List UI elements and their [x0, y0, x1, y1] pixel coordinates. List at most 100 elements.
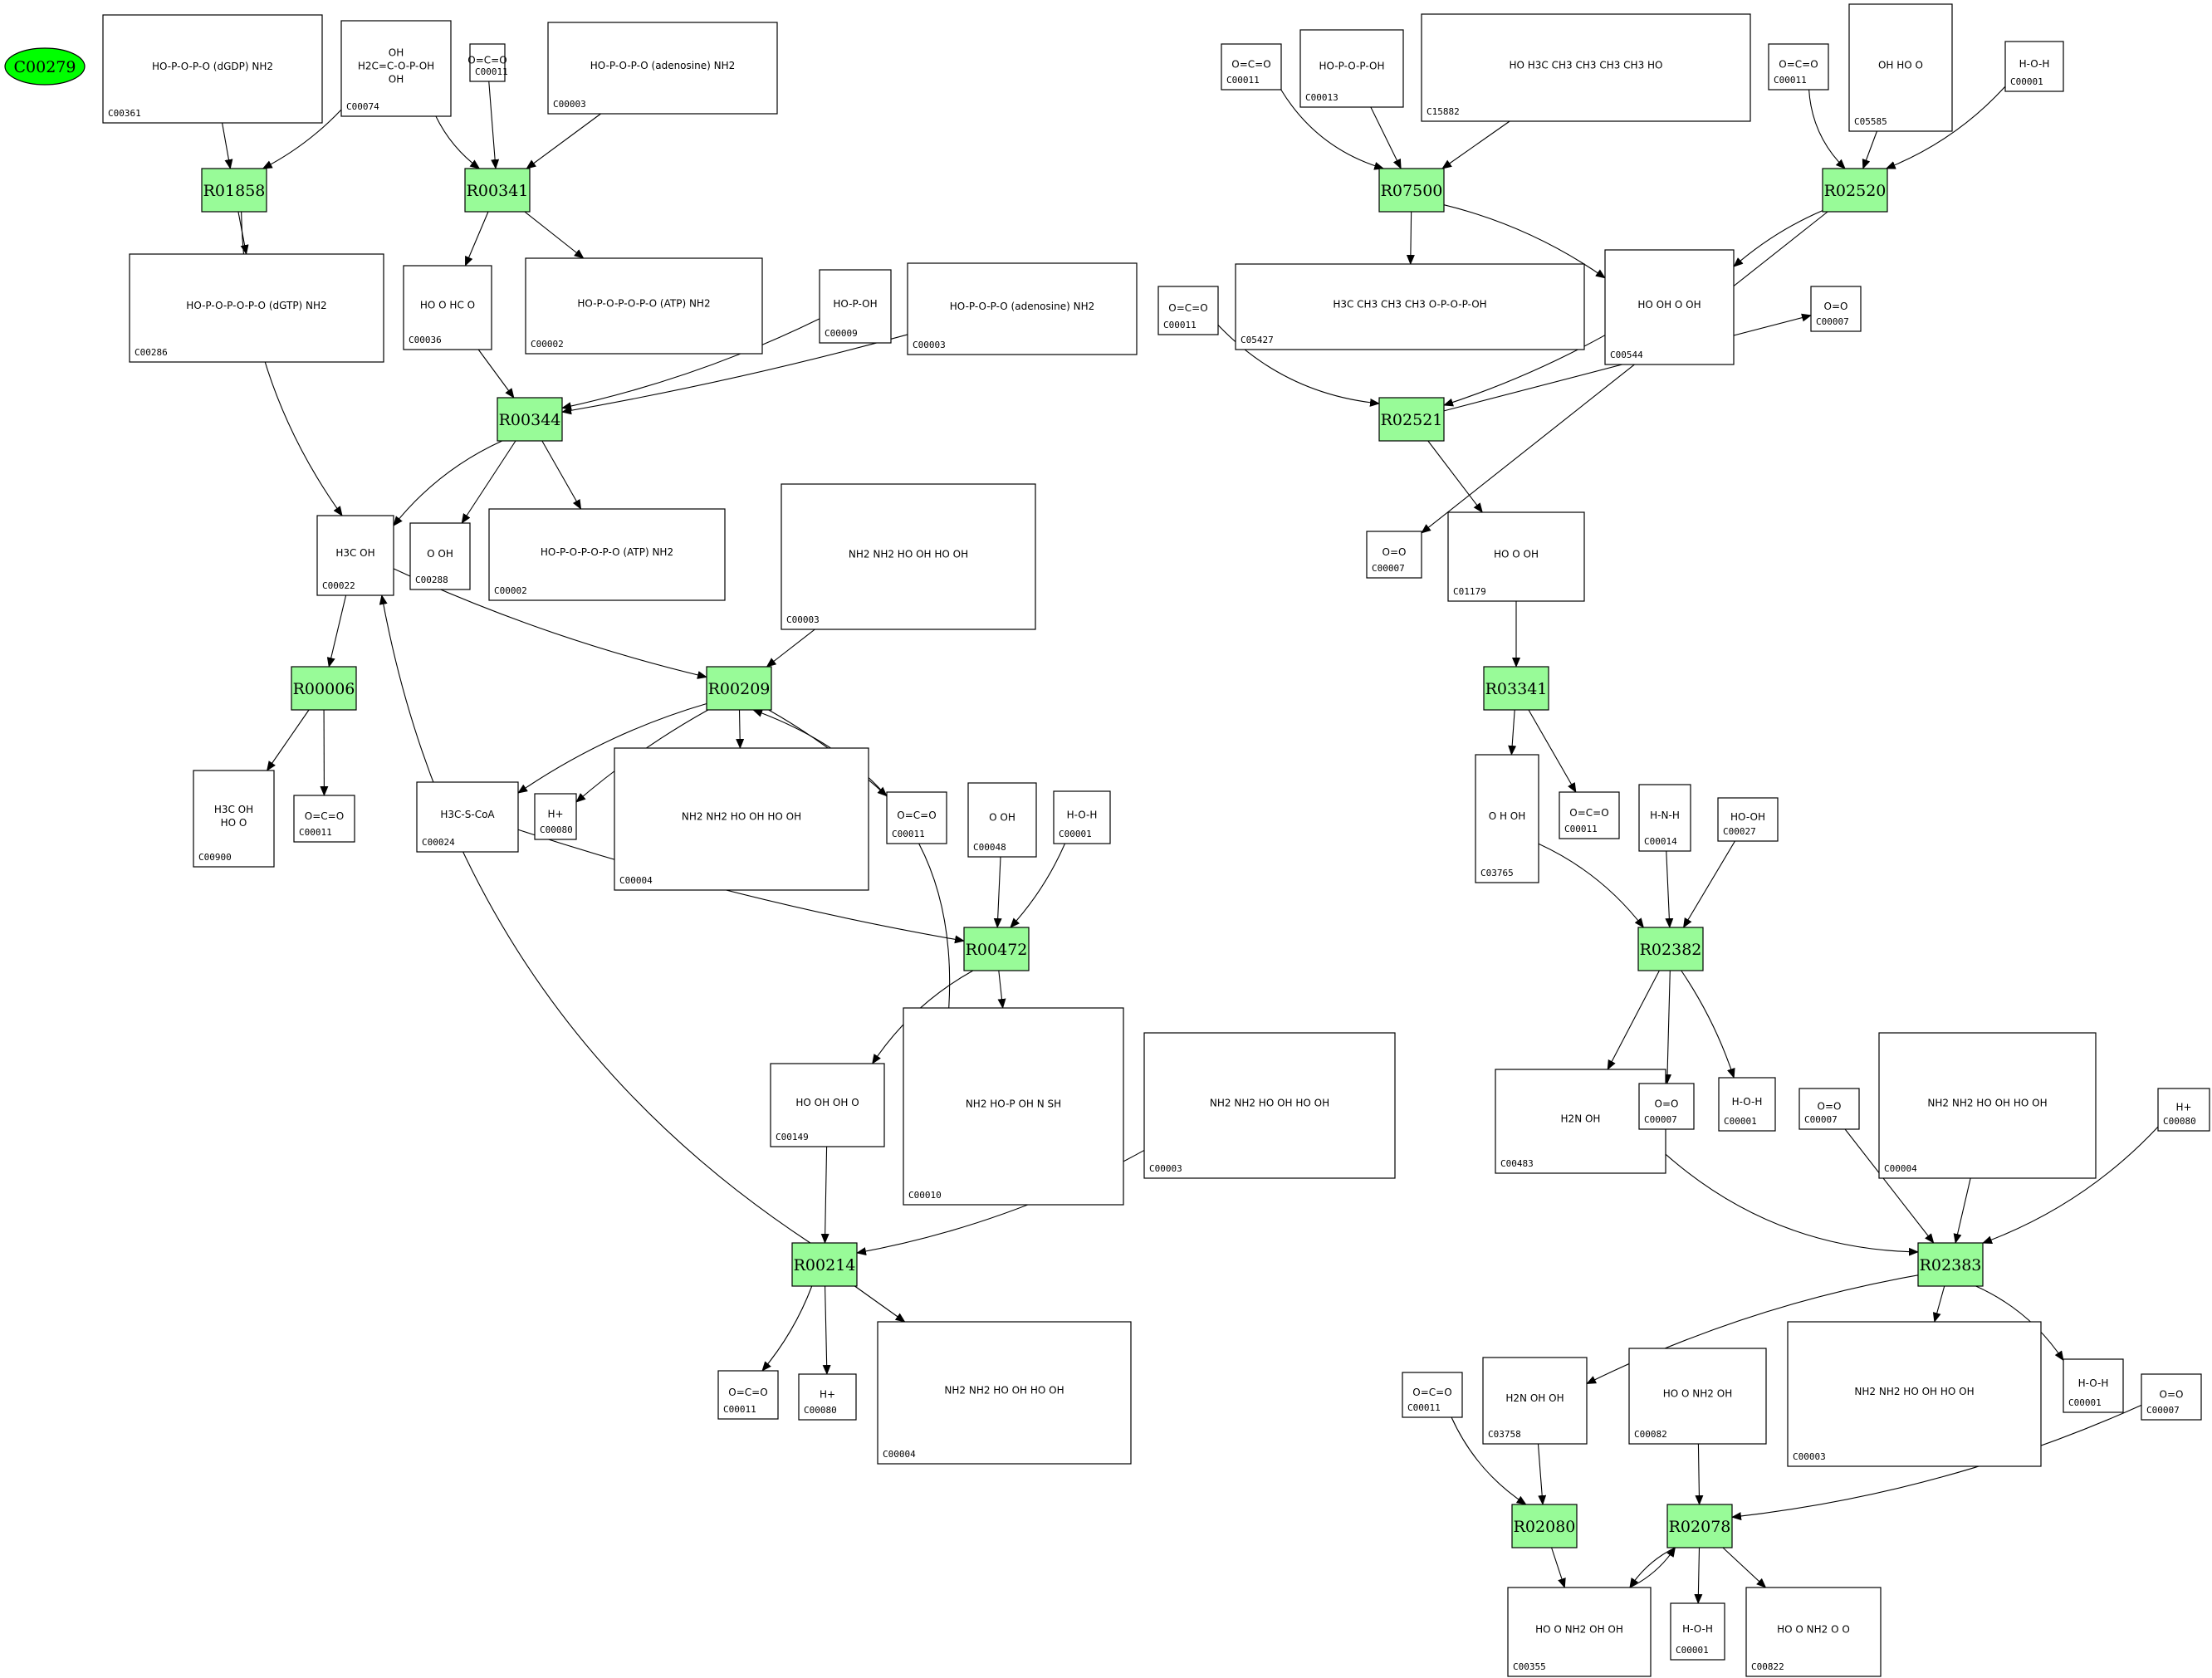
start-compound-node[interactable]: C00279	[4, 47, 86, 86]
compound-node[interactable]: H+C00080	[2157, 1088, 2210, 1132]
compound-id: C00022	[322, 580, 355, 591]
structure-text: O=O	[1824, 301, 1848, 312]
reaction-node[interactable]: R00006	[291, 666, 357, 711]
compound-node[interactable]: H+C00080	[534, 793, 577, 840]
compound-id: C00080	[804, 1405, 837, 1416]
reaction-edge	[524, 211, 585, 259]
reaction-edge	[541, 440, 582, 510]
reaction-node[interactable]: R02080	[1511, 1504, 1578, 1548]
compound-box	[1848, 3, 1953, 132]
reaction-node[interactable]: R02078	[1666, 1504, 1733, 1548]
compound-box	[1718, 1077, 1776, 1132]
compound-id: C00009	[825, 328, 858, 339]
reaction-node[interactable]: R02383	[1917, 1242, 1984, 1287]
reaction-label: R00006	[293, 680, 355, 698]
reaction-node[interactable]: R00209	[706, 666, 772, 711]
reaction-box	[1378, 397, 1445, 442]
reaction-node[interactable]: R00214	[791, 1242, 858, 1287]
reaction-box	[464, 168, 531, 213]
reaction-edge	[820, 1146, 830, 1244]
reaction-node[interactable]: R01858	[201, 168, 267, 213]
compound-box	[403, 265, 492, 350]
reaction-label: R00209	[708, 680, 771, 698]
compound-box	[1402, 1372, 1463, 1418]
reaction-box	[291, 666, 357, 711]
reaction-node[interactable]: R00344	[497, 397, 563, 442]
reaction-edge	[517, 829, 965, 944]
reaction-edge	[1844, 1128, 1935, 1244]
reaction-node[interactable]: R00341	[464, 168, 531, 213]
reaction-box	[791, 1242, 858, 1287]
reaction-edge	[464, 211, 489, 267]
reaction-node[interactable]: R00472	[963, 927, 1030, 971]
compound-node[interactable]: H+C00080	[798, 1373, 857, 1421]
reaction-node[interactable]: R02382	[1637, 927, 1704, 971]
reaction-box	[963, 927, 1030, 971]
reaction-node[interactable]: R02520	[1822, 168, 1888, 213]
reaction-node[interactable]: R07500	[1378, 168, 1445, 213]
reaction-edge	[1663, 970, 1672, 1084]
structure-text: O=O	[1655, 1098, 1679, 1109]
compound-id: C00361	[108, 108, 141, 119]
reaction-label: R02521	[1381, 411, 1443, 429]
reaction-edge	[1975, 1285, 2064, 1362]
reaction-node[interactable]: R03341	[1483, 666, 1549, 711]
reaction-node[interactable]: R02521	[1378, 397, 1445, 442]
